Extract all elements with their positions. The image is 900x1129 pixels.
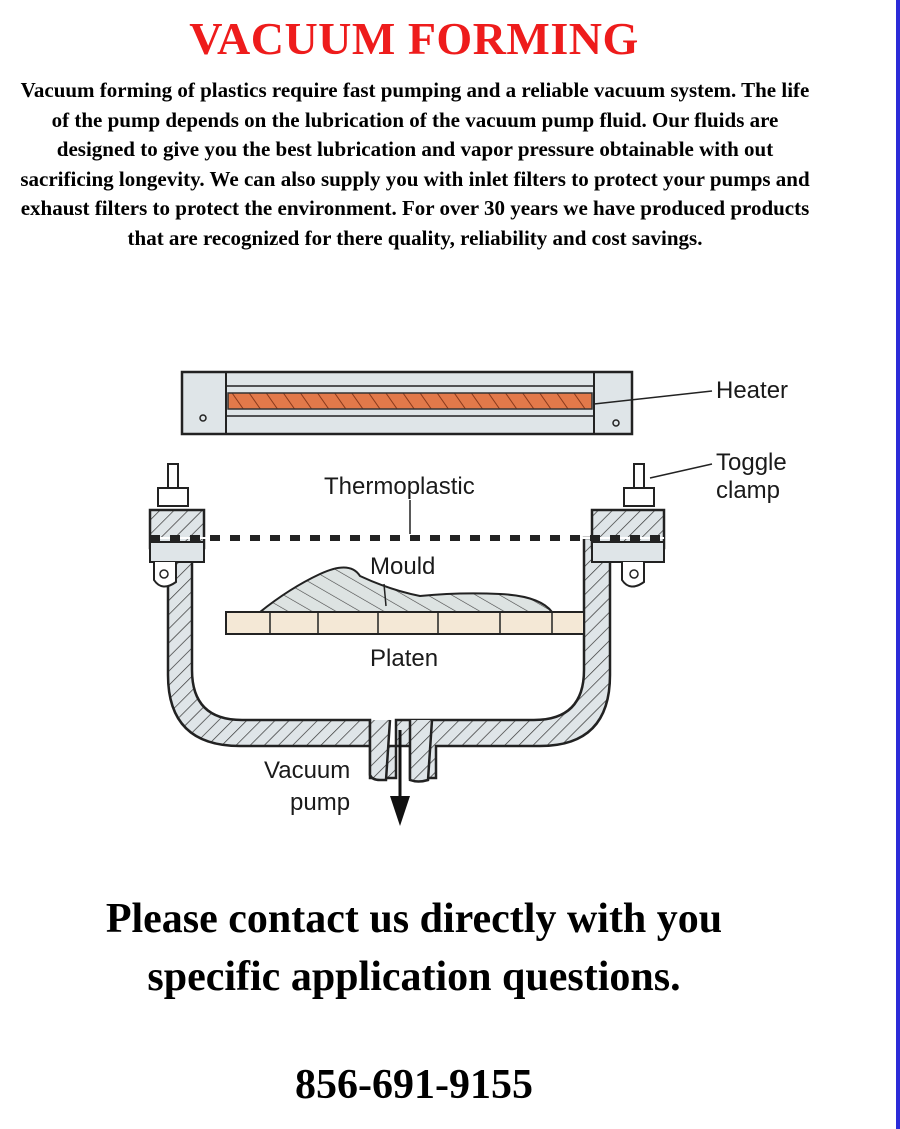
contact-line-2: specific application questions. — [147, 954, 681, 1000]
label-vacuum-line-2: pump — [290, 789, 350, 816]
heater-unit — [180, 370, 713, 436]
right-toggle-clamp — [621, 463, 713, 588]
label-platen: Platen — [370, 645, 438, 672]
label-heater: Heater — [716, 377, 788, 404]
mould — [257, 566, 555, 613]
label-toggle-clamp-line-2: clamp — [716, 477, 780, 504]
label-toggle-clamp-line-1: Toggle — [716, 449, 787, 476]
contact-line-1: Please contact us directly with you — [105, 896, 723, 942]
intro-paragraph: Vacuum forming of plastics require fast … — [20, 78, 810, 250]
vacuum-box — [166, 536, 612, 783]
vacuum-forming-diagram: Heater Toggle clamp Thermoplastic Mould … — [148, 370, 788, 826]
label-mould: Mould — [370, 553, 435, 580]
vacuum-arrow — [390, 730, 410, 826]
phone-number: 856-691-9155 — [295, 1062, 533, 1108]
label-vacuum-line-1: Vacuum — [264, 757, 350, 784]
left-toggle-clamp — [153, 463, 189, 588]
platen — [225, 611, 585, 635]
page-title: VACUUM FORMING — [189, 13, 639, 64]
contact-message: Please contact us directly with you spec… — [0, 890, 828, 1006]
label-thermoplastic: Thermoplastic — [324, 473, 475, 500]
heater-element — [227, 392, 593, 410]
